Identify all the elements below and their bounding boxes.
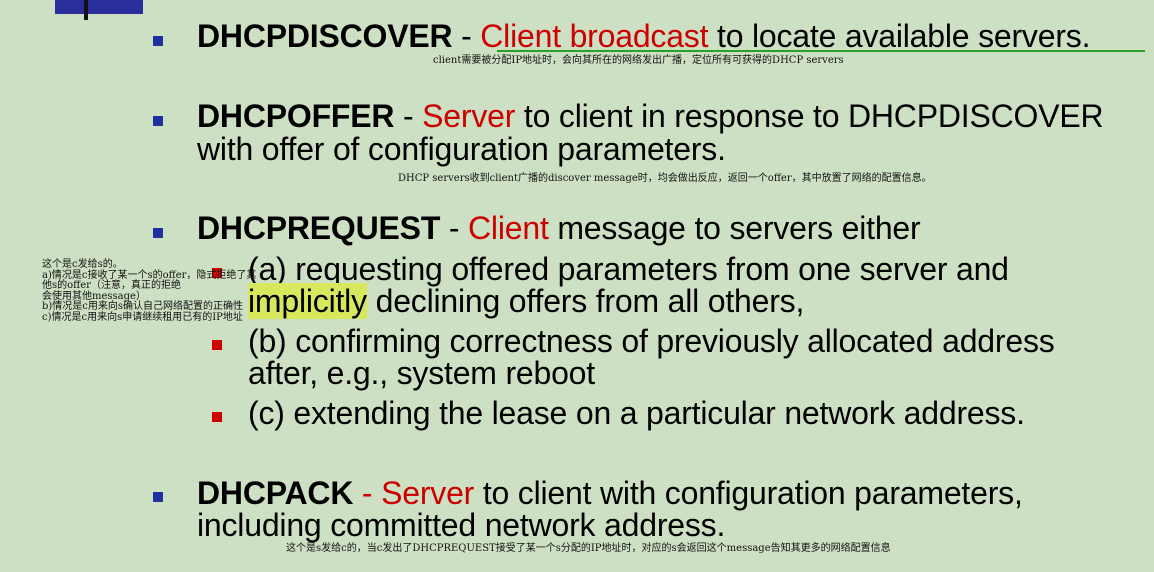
sub-a-line2: implicitly declining offers from all oth… xyxy=(248,283,805,319)
emphasis-server: Server xyxy=(422,98,516,134)
term-dhcprequest: DHCPREQUEST xyxy=(197,210,441,246)
term-dhcpoffer: DHCPOFFER xyxy=(197,98,395,134)
term-dhcpdiscover: DHCPDISCOVER xyxy=(197,18,453,54)
description-text: to client with configuration parameters, xyxy=(474,475,1023,511)
dhcpack-line2: including committed network address. xyxy=(197,507,726,543)
dhcpack-line: DHCPACK - Server to client with configur… xyxy=(197,477,1023,509)
slide-corner-decoration xyxy=(55,0,143,14)
sub-c-line1: (c) extending the lease on a particular … xyxy=(248,395,1025,431)
emphasis-client: Client xyxy=(468,210,549,246)
annotation-dhcpoffer: DHCP servers收到client广播的discover message时… xyxy=(398,173,932,184)
term-dhcpack: DHCPACK xyxy=(197,475,354,511)
bullet-marker xyxy=(153,492,163,502)
sub-bullet-marker xyxy=(212,340,222,350)
emphasis-server: Server xyxy=(381,475,475,511)
description-text: message to servers either xyxy=(548,210,921,246)
sub-bullet-marker xyxy=(212,268,222,278)
description-text: to client in response to DHCPDISCOVER xyxy=(515,98,1104,134)
separator: - xyxy=(353,475,382,511)
slide-corner-bar xyxy=(84,0,88,20)
emphasis-client-broadcast: Client broadcast xyxy=(480,18,709,54)
annotation-dhcpdiscover: client需要被分配IP地址时，会向其所在的网络发出广播，定位所有可获得的DH… xyxy=(433,55,844,66)
bullet-marker xyxy=(153,36,163,46)
dhcprequest-line: DHCPREQUEST - Client message to servers … xyxy=(197,212,921,244)
sub-a-line1: (a) requesting offered parameters from o… xyxy=(248,251,1009,287)
side-annotation-dhcprequest: 这个是c发给s的。 a)情况是c接收了某一个s的offer，隐式拒绝了其他s的o… xyxy=(42,259,257,323)
separator: - xyxy=(394,98,423,134)
description-text: to locate available servers. xyxy=(708,18,1091,54)
separator: - xyxy=(452,18,481,54)
bullet-marker xyxy=(153,116,163,126)
highlighted-word: implicitly xyxy=(248,283,367,319)
dhcpoffer-line2: with offer of configuration parameters. xyxy=(197,131,726,167)
sub-b-line2: after, e.g., system reboot xyxy=(248,355,595,391)
dhcpoffer-line: DHCPOFFER - Server to client in response… xyxy=(197,98,1104,134)
bullet-marker xyxy=(153,228,163,238)
sub-a-rest: declining offers from all others, xyxy=(366,283,805,319)
green-underline xyxy=(497,50,1145,52)
sub-b-line1: (b) confirming correctness of previously… xyxy=(248,323,1055,359)
sub-bullet-marker xyxy=(212,412,222,422)
dhcpdiscover-line: DHCPDISCOVER - Client broadcast to locat… xyxy=(197,20,1090,52)
annotation-dhcpack: 这个是s发给c的，当c发出了DHCPREQUEST接受了某一个s分配的IP地址时… xyxy=(286,543,891,554)
separator: - xyxy=(440,210,469,246)
